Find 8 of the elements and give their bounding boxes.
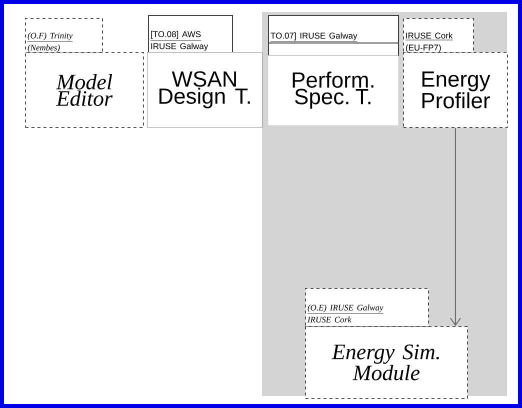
node-label: Perform. Spec. T. — [292, 72, 374, 109]
label-box: (O.F) Trinity (Nembes) — [25, 18, 103, 53]
arrow — [450, 127, 461, 326]
tool-box: Perform. Spec. T. — [268, 55, 398, 126]
label-box: IRUSE Cork (EU-FP7) — [403, 18, 474, 53]
label-box: TO.07] IRUSE Galway — [268, 15, 399, 56]
label-box: (O.E) IRUSE Galway IRUSE Cork — [305, 288, 429, 327]
label-box: [TO.08] AWS IRUSE Galway — [148, 15, 233, 53]
